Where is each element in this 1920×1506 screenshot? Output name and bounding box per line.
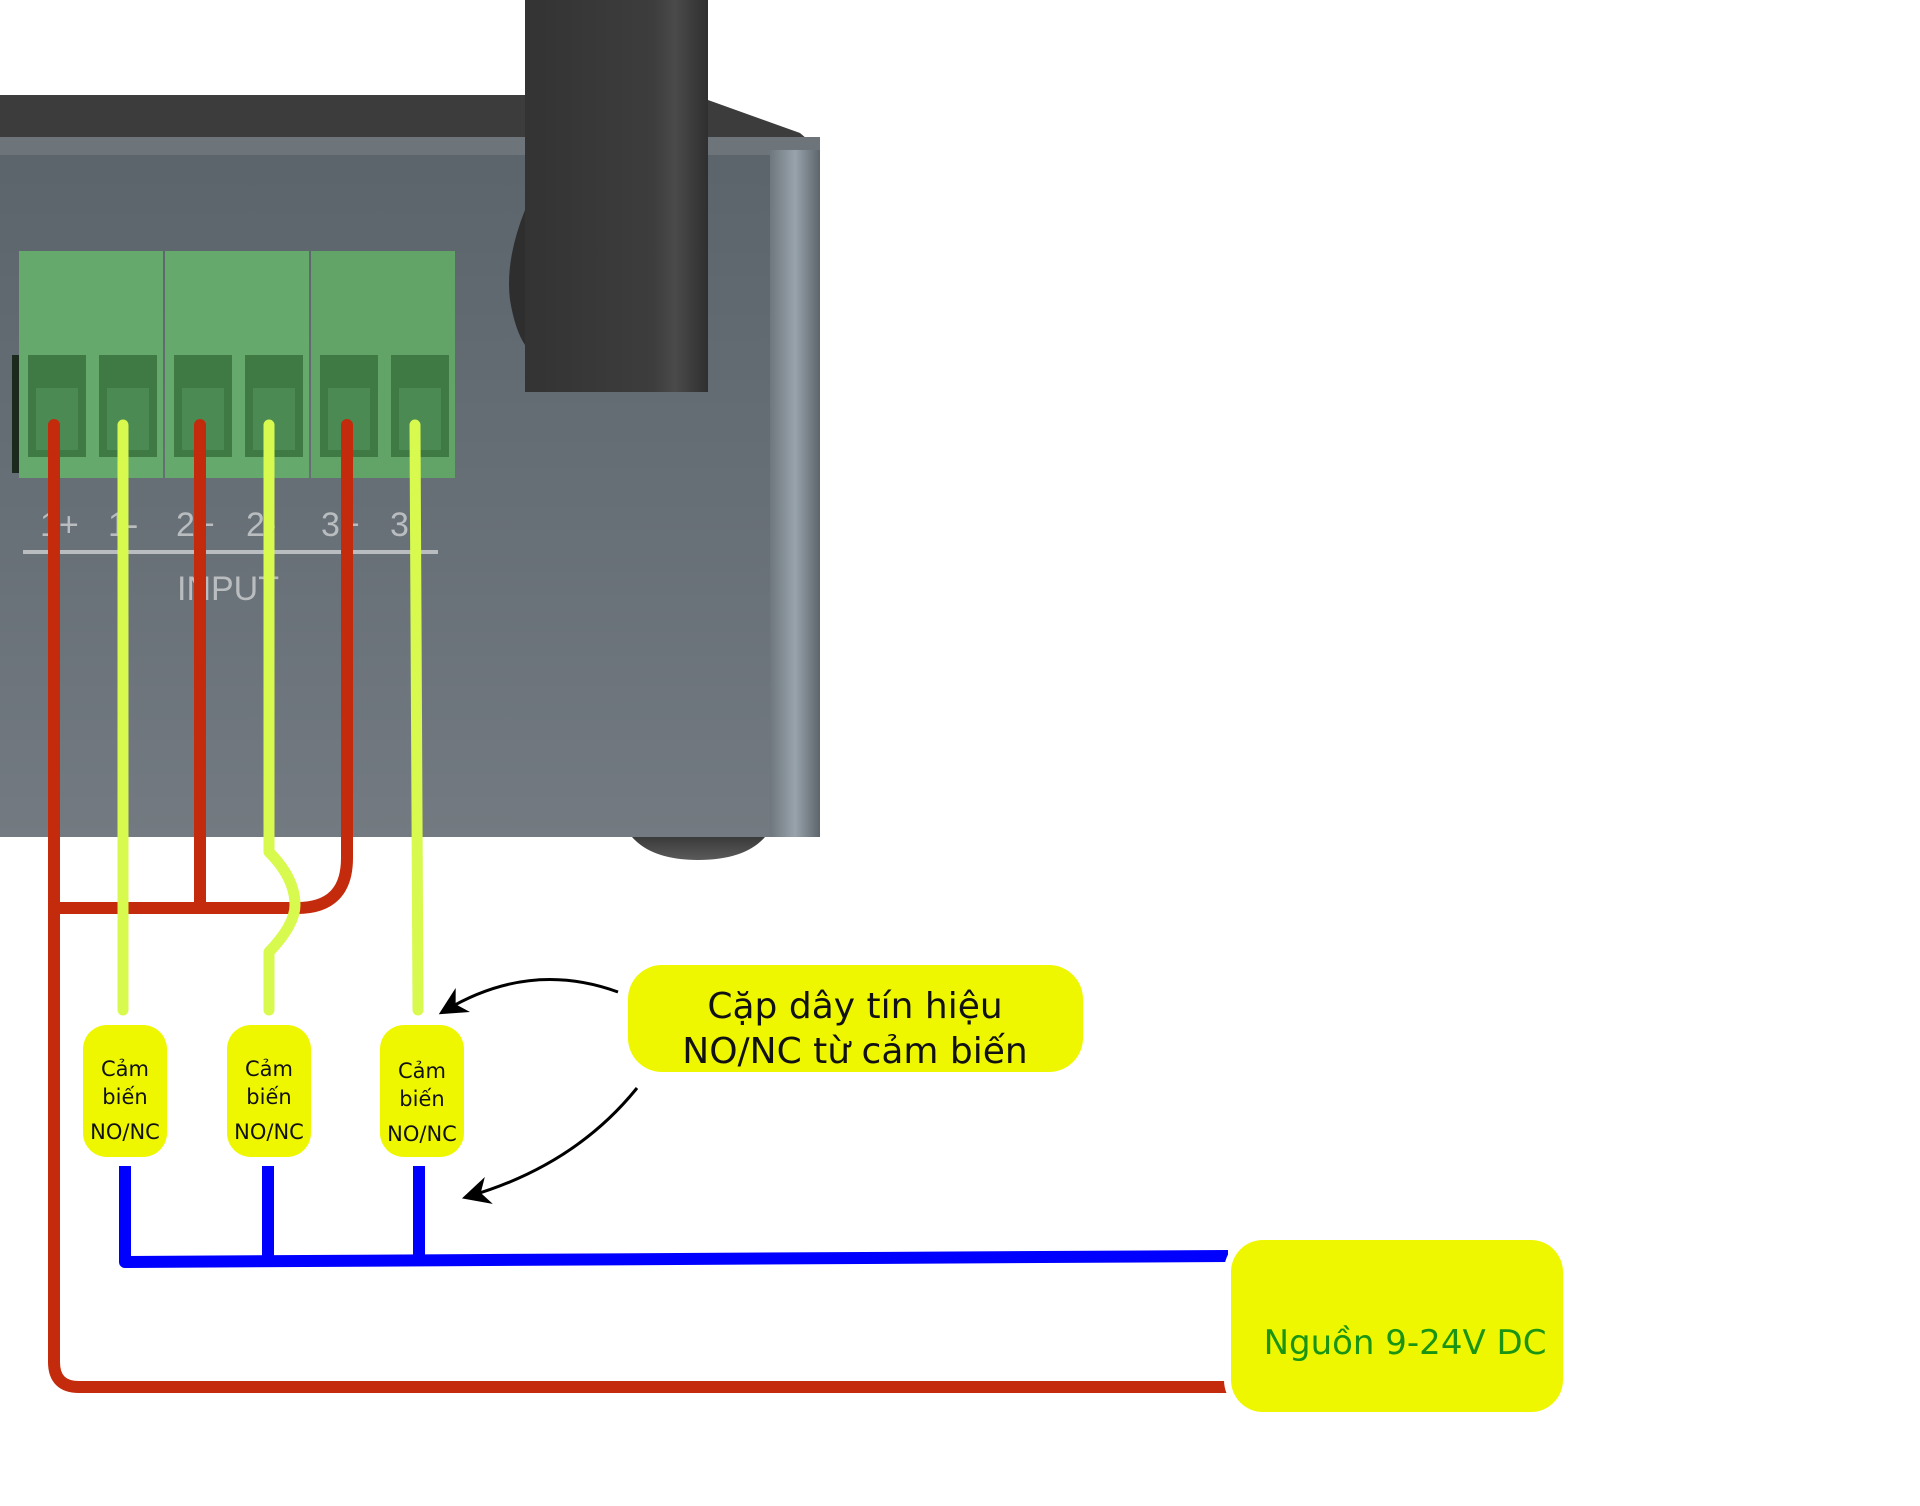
wire-signal-2 [263,419,301,1016]
sensor-1: Cảm biến NO/NC [83,1025,167,1157]
sensor-3: Cảm biến NO/NC [380,1025,464,1157]
sensor-2-line1: Cảm [245,1057,293,1081]
antenna [509,0,708,392]
terminal-shadow [12,355,22,473]
power-supply-box [1231,1240,1563,1412]
antenna-base [509,210,525,345]
wires [48,419,1234,1393]
wire-negative-main [119,1166,1229,1268]
signal-callout-box [628,965,1083,1072]
sensor-1-line2: biến [102,1085,147,1109]
wire-signal-3 [409,419,424,1016]
sensor-3-line3: NO/NC [387,1122,457,1146]
callout-arrow-down-icon [461,1087,639,1204]
callout-arrow-up-icon [438,978,619,1015]
terminal-label-underline [23,550,438,554]
power-supply-label: Nguồn 9-24V DC [1264,1323,1547,1363]
sensor-1-line3: NO/NC [90,1120,160,1144]
terminal-label-3p: 3+ [321,506,360,544]
signal-callout-line1: Cặp dây tín hiệu [707,986,1002,1027]
sensor-3-line1: Cảm [398,1059,446,1083]
signal-callout-line2: NO/NC từ cảm biến [682,1031,1027,1072]
sensor-3-line2: biến [399,1087,444,1111]
sensor-2-line2: biến [246,1085,291,1109]
sensor-2-box [227,1025,311,1157]
sensor-1-box [83,1025,167,1157]
device-right-edge [770,150,820,837]
antenna-rod [525,0,708,392]
sensor-2-line3: NO/NC [234,1120,304,1144]
wire-positive-main [48,419,1234,1393]
terminal-block [12,251,455,478]
sensor-2: Cảm biến NO/NC [227,1025,311,1157]
power-supply: Nguồn 9-24V DC [1224,1235,1567,1416]
sensor-3-box [380,1025,464,1157]
sensor-1-line1: Cảm [101,1057,149,1081]
signal-callout: Cặp dây tín hiệu NO/NC từ cảm biến [438,965,1083,1204]
device-foot [632,837,765,860]
